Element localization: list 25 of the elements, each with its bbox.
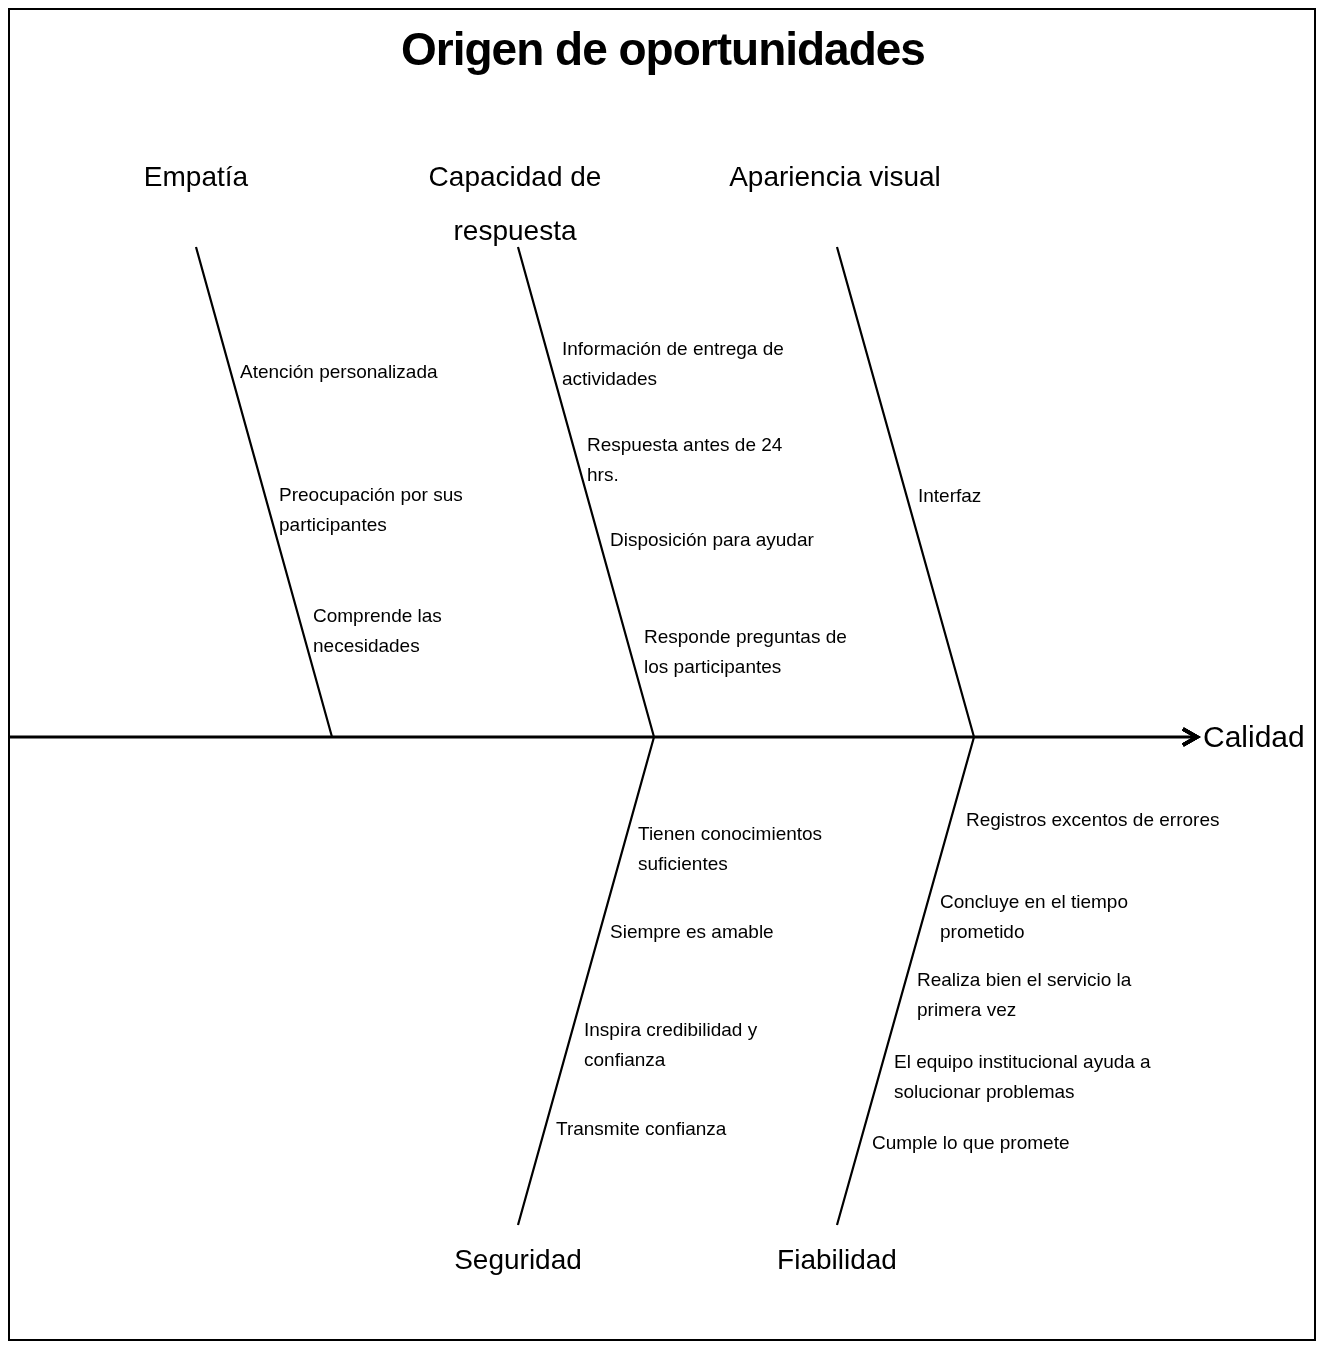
category-label: Empatía bbox=[143, 160, 249, 194]
category-label: Apariencia visual bbox=[729, 160, 941, 194]
cause-label: Siempre es amable bbox=[610, 920, 775, 944]
cause-label: El equipo institucional ayuda a solucionar problemas bbox=[894, 1050, 1152, 1104]
effect-label: Calidad bbox=[1203, 719, 1305, 755]
cause-label: Realiza bien el servicio la primera vez bbox=[917, 968, 1133, 1022]
category-label: Capacidad de respuesta bbox=[427, 160, 603, 248]
category-label: Seguridad bbox=[454, 1243, 582, 1277]
cause-label: Inspira credibilidad y confianza bbox=[584, 1018, 759, 1072]
cause-label: Preocupación por sus participantes bbox=[279, 483, 464, 537]
cause-label: Registros excentos de errores bbox=[966, 808, 1221, 832]
bone-arrow bbox=[835, 727, 1199, 1226]
cause-label: Responde preguntas de los participantes bbox=[644, 625, 848, 679]
cause-label: Concluye en el tiempo prometido bbox=[940, 890, 1129, 944]
cause-label: Tienen conocimientos suficientes bbox=[638, 822, 824, 876]
cause-label: Comprende las necesidades bbox=[313, 604, 443, 658]
cause-label: Transmite confianza bbox=[556, 1117, 728, 1141]
title: Origen de oportunidades bbox=[400, 22, 926, 76]
cause-label: Disposición para ayudar bbox=[610, 528, 815, 552]
category-label: Fiabilidad bbox=[777, 1243, 897, 1277]
cause-label: Interfaz bbox=[918, 484, 983, 508]
cause-label: Información de entrega de actividades bbox=[562, 337, 785, 391]
cause-label: Respuesta antes de 24 hrs. bbox=[587, 433, 784, 487]
cause-label: Cumple lo que promete bbox=[872, 1131, 1071, 1155]
cause-label: Atención personalizada bbox=[240, 360, 439, 384]
